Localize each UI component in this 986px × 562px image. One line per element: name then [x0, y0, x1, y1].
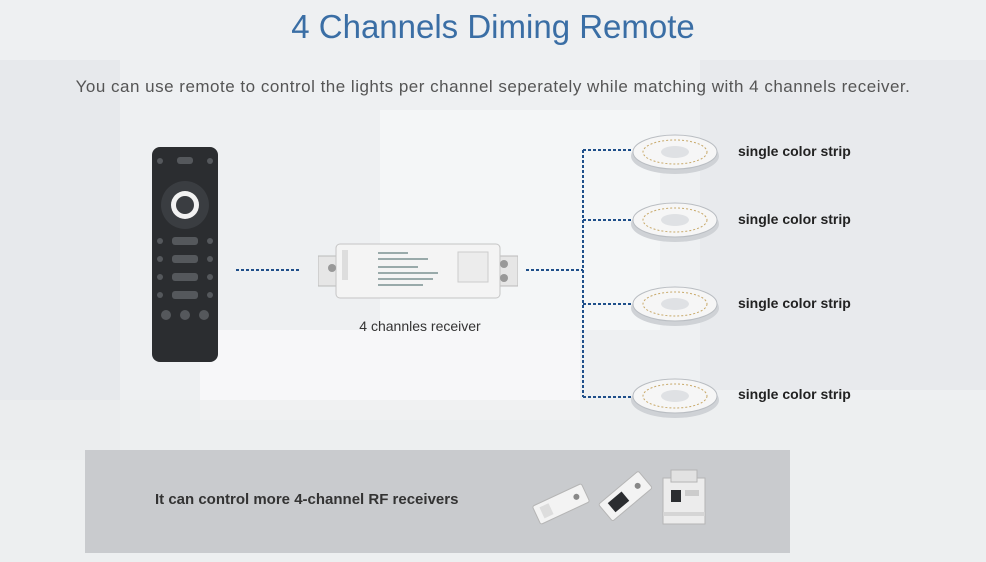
page-subtitle: You can use remote to control the lights…: [75, 77, 911, 96]
page-title: 4 Channels Diming Remote: [291, 8, 695, 45]
receiver-icon: [318, 243, 518, 299]
led-strip-icon: [631, 202, 719, 242]
compatibility-panel: It can control more 4-channel RF receive…: [85, 450, 790, 553]
compatibility-text: It can control more 4-channel RF receive…: [155, 491, 459, 508]
remote-icon: [152, 147, 218, 362]
receiver-b-icon: [598, 471, 653, 521]
led-strip-icon: [631, 286, 719, 326]
led-strip-icon: [631, 378, 719, 418]
strip-label: single color strip: [738, 143, 851, 159]
strip-label: single color strip: [738, 295, 851, 311]
strip-label: single color strip: [738, 211, 851, 227]
led-strip-icon: [631, 134, 719, 174]
receiver-a-icon: [532, 483, 590, 525]
strip-label: single color strip: [738, 386, 851, 402]
din-rail-receiver-icon: [662, 469, 706, 525]
receiver-label: 4 channles receiver: [359, 318, 481, 334]
